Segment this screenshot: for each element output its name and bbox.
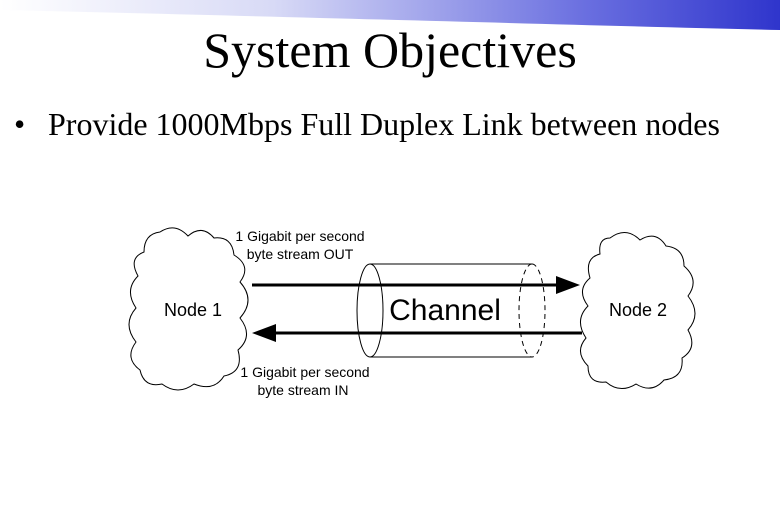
node-1-label: Node 1 [164,300,222,320]
node-2-label: Node 2 [609,300,667,320]
in-arrowhead [252,324,276,342]
header-gradient-band [0,0,780,30]
channel-label: Channel [389,294,501,327]
channel-right-end-back [518,263,533,358]
channel-body [370,263,532,358]
channel-right-end [531,263,546,358]
in-arrow [252,324,582,342]
node-1-cloud [128,227,249,391]
bullet-marker: • [14,106,26,142]
bullet-text: Provide 1000Mbps Full Duplex Link betwee… [48,106,720,142]
out-arrowhead [556,276,580,294]
slide-title: System Objectives [203,22,577,78]
out-stream-label-line2: byte stream OUT [247,246,354,262]
out-stream-label-line1: 1 Gigabit per second [235,228,364,244]
node-2-cloud [580,232,696,389]
bullet-item: • Provide 1000Mbps Full Duplex Link betwe… [14,100,780,148]
out-arrow [252,276,580,294]
channel-left-end [356,263,384,358]
in-stream-label-line2: byte stream IN [257,382,348,398]
in-stream-label-line1: 1 Gigabit per second [240,364,369,380]
